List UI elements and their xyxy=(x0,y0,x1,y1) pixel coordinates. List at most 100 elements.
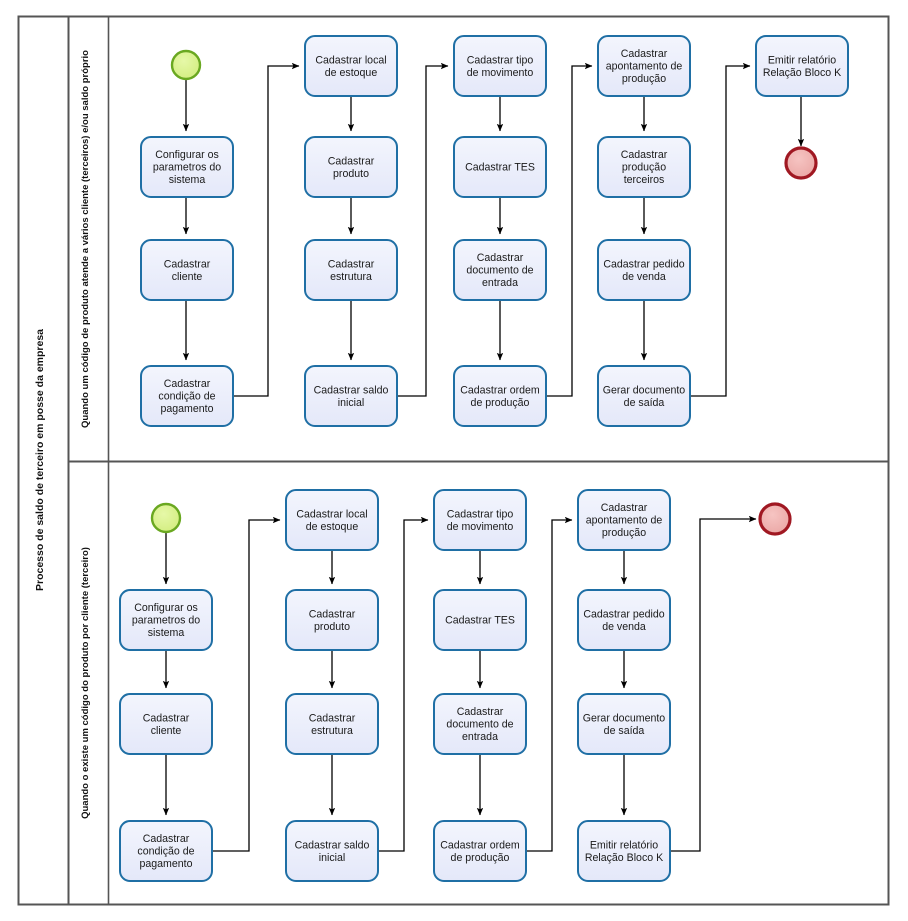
task-box[interactable] xyxy=(140,239,234,301)
task-box[interactable] xyxy=(433,693,527,755)
task-label-line: Cadastrar xyxy=(164,378,211,390)
task-label-line: Cadastrar xyxy=(328,258,375,270)
task-l1-c3-t2[interactable]: Cadastrar TES xyxy=(453,136,547,198)
task-box[interactable] xyxy=(453,35,547,97)
task-label-line: Cadastrar xyxy=(328,155,375,167)
task-box[interactable] xyxy=(597,239,691,301)
task-box[interactable] xyxy=(577,693,671,755)
task-box[interactable] xyxy=(119,693,213,755)
task-label-line: apontamento de xyxy=(606,61,683,73)
task-box[interactable] xyxy=(140,365,234,427)
lane-2-end-event[interactable] xyxy=(758,502,792,536)
task-box[interactable] xyxy=(304,239,398,301)
start-event-circle[interactable] xyxy=(150,502,182,534)
task-label-line: de venda xyxy=(602,621,646,633)
task-label-line: condição de xyxy=(158,391,215,403)
task-box[interactable] xyxy=(453,365,547,427)
task-label-line: cliente xyxy=(151,725,182,737)
task-box[interactable] xyxy=(453,239,547,301)
task-box[interactable] xyxy=(597,35,691,97)
end-event-circle[interactable] xyxy=(758,502,792,536)
task-box[interactable] xyxy=(304,365,398,427)
lane-2-start-event[interactable] xyxy=(150,502,182,534)
task-box[interactable] xyxy=(285,820,379,882)
task-box[interactable] xyxy=(577,489,671,551)
task-box[interactable] xyxy=(119,589,213,651)
task-box[interactable] xyxy=(304,35,398,97)
task-box[interactable] xyxy=(304,136,398,198)
lane-title-2: Quando o existe um código do produto por… xyxy=(80,547,91,819)
task-box[interactable] xyxy=(433,589,527,651)
task-box[interactable] xyxy=(755,35,849,97)
task-label-line: Cadastrar xyxy=(143,712,190,724)
task-box[interactable] xyxy=(453,136,547,198)
task-box[interactable] xyxy=(577,820,671,882)
task-box[interactable] xyxy=(597,365,691,427)
task-label-line: estrutura xyxy=(311,725,353,737)
task-box[interactable] xyxy=(285,693,379,755)
task-box[interactable] xyxy=(285,489,379,551)
task-label-line: de movimento xyxy=(467,67,534,79)
task-label-line: Gerar documento xyxy=(583,712,666,724)
task-box[interactable] xyxy=(119,820,213,882)
task-box[interactable] xyxy=(433,489,527,551)
task-label-line: parametros do xyxy=(132,615,200,627)
task-label-line: produção xyxy=(622,162,666,174)
task-label-line: de saída xyxy=(604,725,645,737)
task-label-line: de venda xyxy=(622,271,666,283)
task-box[interactable] xyxy=(285,589,379,651)
task-label-line: inicial xyxy=(338,397,365,409)
task-label-line: Cadastrar xyxy=(621,149,668,161)
task-label-line: Emitir relatório xyxy=(590,839,658,851)
end-event-circle[interactable] xyxy=(784,146,818,180)
lane-1-end-event[interactable] xyxy=(784,146,818,180)
task-label-line: Cadastrar pedido xyxy=(583,608,664,620)
task-label-line: produto xyxy=(333,168,369,180)
task-label-line: entrada xyxy=(482,277,518,289)
task-label-line: Cadastrar xyxy=(621,48,668,60)
task-label-line: de saída xyxy=(624,397,665,409)
task-label-line: Cadastrar TES xyxy=(445,615,515,627)
task-box[interactable] xyxy=(597,136,691,198)
lane-1-start-event[interactable] xyxy=(170,49,202,81)
start-event-circle[interactable] xyxy=(170,49,202,81)
task-box[interactable] xyxy=(433,820,527,882)
task-box[interactable] xyxy=(140,136,234,198)
task-l2-c3-t2[interactable]: Cadastrar TES xyxy=(433,589,527,651)
task-box[interactable] xyxy=(577,589,671,651)
